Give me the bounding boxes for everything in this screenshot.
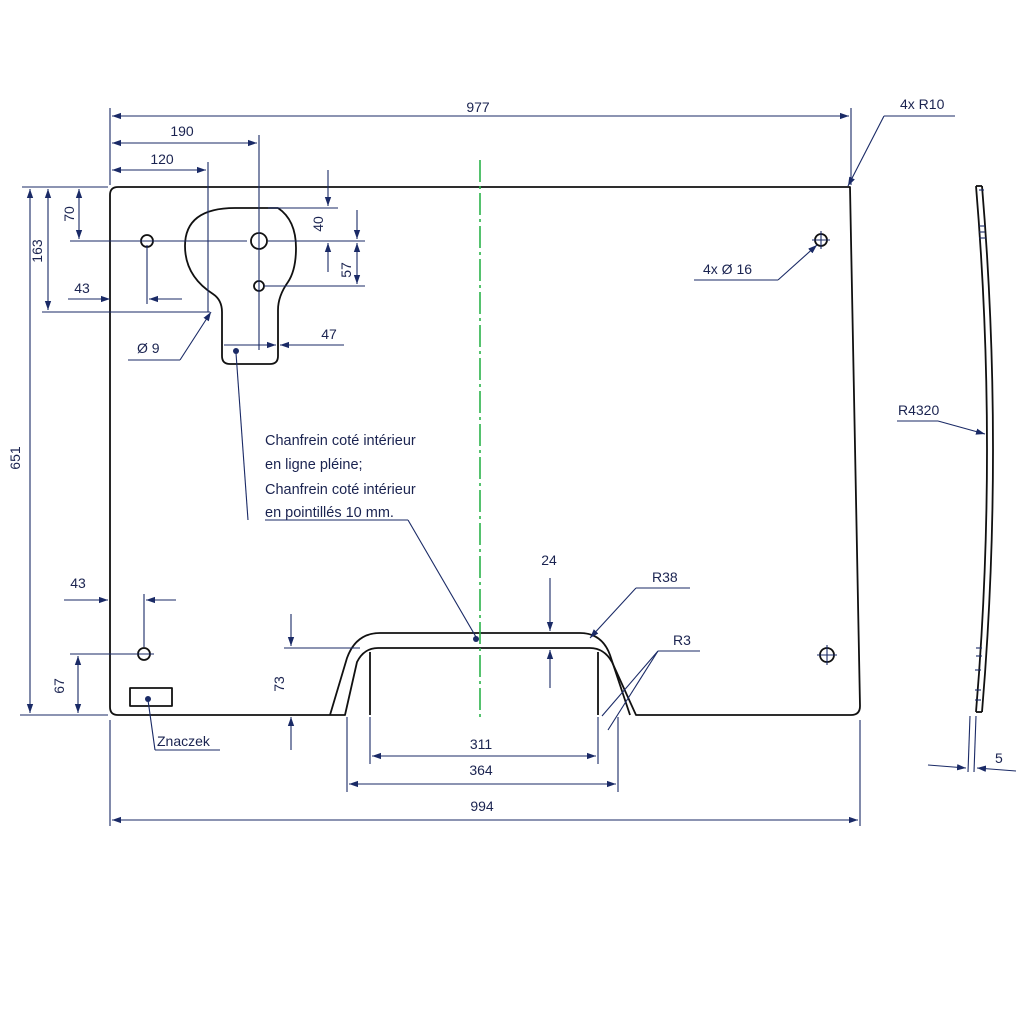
dim-dia16-label: 4x Ø 16	[703, 261, 752, 277]
dim-43-bottom-label: 43	[70, 575, 86, 591]
dim-67-label: 67	[51, 678, 67, 694]
dim-40	[268, 170, 365, 272]
dim-43-bottom	[64, 594, 176, 647]
note-line-4: en pointillés 10 mm.	[265, 505, 394, 521]
hole-bottom-left	[134, 647, 154, 661]
hole-bottom-right	[817, 645, 837, 665]
dim-73-label: 73	[271, 676, 287, 692]
mark-label: Znaczek	[157, 733, 211, 749]
dim-67	[70, 653, 136, 713]
dim-43-top	[68, 245, 182, 304]
mark-box	[129, 687, 173, 707]
note-line-2: en ligne pléine;	[265, 457, 363, 473]
dim-43-top-label: 43	[74, 280, 90, 296]
dim-24-label: 24	[541, 552, 557, 568]
dim-r3-label: R3	[673, 632, 691, 648]
dim-190	[112, 135, 260, 350]
dim-364-label: 364	[469, 762, 493, 778]
dim-364	[346, 717, 619, 792]
dim-r10-leader	[847, 115, 955, 187]
dim-163-label: 163	[29, 239, 45, 263]
dim-r3-leader	[601, 650, 700, 731]
note-line-1: Chanfrein coté intérieur	[265, 433, 416, 449]
dim-40-label: 40	[310, 216, 326, 232]
dim-dia9-leader	[128, 311, 212, 361]
mark-leader	[145, 696, 220, 751]
dim-163	[22, 186, 210, 313]
glass-outline	[109, 186, 861, 716]
dim-651-label: 651	[7, 446, 23, 470]
dim-311	[369, 717, 599, 764]
dim-thickness	[927, 715, 1017, 773]
dim-57-label: 57	[338, 262, 354, 278]
dim-651	[20, 189, 108, 716]
dim-r10-label: 4x R10	[900, 96, 945, 112]
dim-dia16-leader	[694, 244, 818, 281]
dim-73	[284, 614, 360, 750]
profile-chamfer-marks-bottom	[975, 647, 982, 701]
hole-top-right	[812, 231, 830, 249]
note-line-3: Chanfrein coté intérieur	[265, 482, 416, 498]
dim-dia9-label: Ø 9	[137, 340, 160, 356]
dim-994	[109, 720, 861, 826]
dim-977	[109, 108, 852, 185]
dim-57	[264, 210, 365, 287]
dim-120	[112, 162, 209, 312]
dim-190-label: 190	[170, 123, 194, 139]
dim-994-label: 994	[470, 798, 494, 814]
dim-r4320-leader	[897, 420, 986, 435]
side-profile	[975, 185, 994, 713]
dim-47-label: 47	[321, 326, 337, 342]
dim-r38-label: R38	[652, 569, 678, 585]
dim-r4320-label: R4320	[898, 402, 939, 418]
dim-120-label: 120	[150, 151, 174, 167]
dim-r38-leader	[589, 587, 690, 639]
note-leaders	[233, 348, 479, 642]
keyhole-cutout	[184, 207, 297, 365]
dim-70-label: 70	[61, 206, 77, 222]
dim-thickness-label: 5	[995, 750, 1003, 766]
dim-311-label: 311	[470, 736, 493, 752]
dim-977-label: 977	[466, 99, 490, 115]
dim-70	[70, 189, 247, 242]
profile-chamfer-marks-top	[979, 189, 986, 239]
